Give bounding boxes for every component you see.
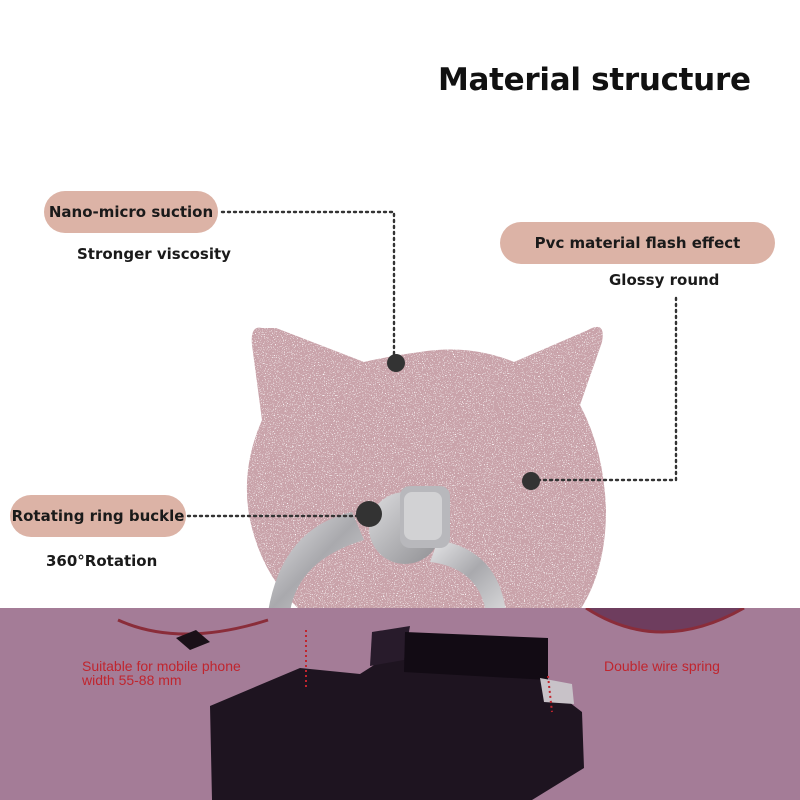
phone-width-callout-line2: width 55-88 mm [82,672,182,688]
feature-sublabel-pvc: Glossy round [609,271,720,289]
phone-holder-illustration [117,608,745,800]
phone-width-callout: Suitable for mobile phone width 55-88 mm [82,659,282,687]
holder-clamp [210,646,584,800]
spring-callout: Double wire spring [604,658,720,674]
feature-sublabel-ring: 360°Rotation [46,552,158,570]
page-title: Material structure [438,62,751,98]
feature-label-ring: Rotating ring buckle [10,495,186,537]
feature-label-pvc: Pvc material flash effect [500,222,775,264]
phone-width-callout-line1: Suitable for mobile phone [82,658,241,674]
phone-holder-panel: Suitable for mobile phone width 55-88 mm… [0,608,800,800]
leader-lines [186,210,678,518]
feature-sublabel-suction: Stronger viscosity [77,245,231,263]
feature-label-suction: Nano-micro suction [44,191,218,233]
ring-buckle [268,512,364,612]
